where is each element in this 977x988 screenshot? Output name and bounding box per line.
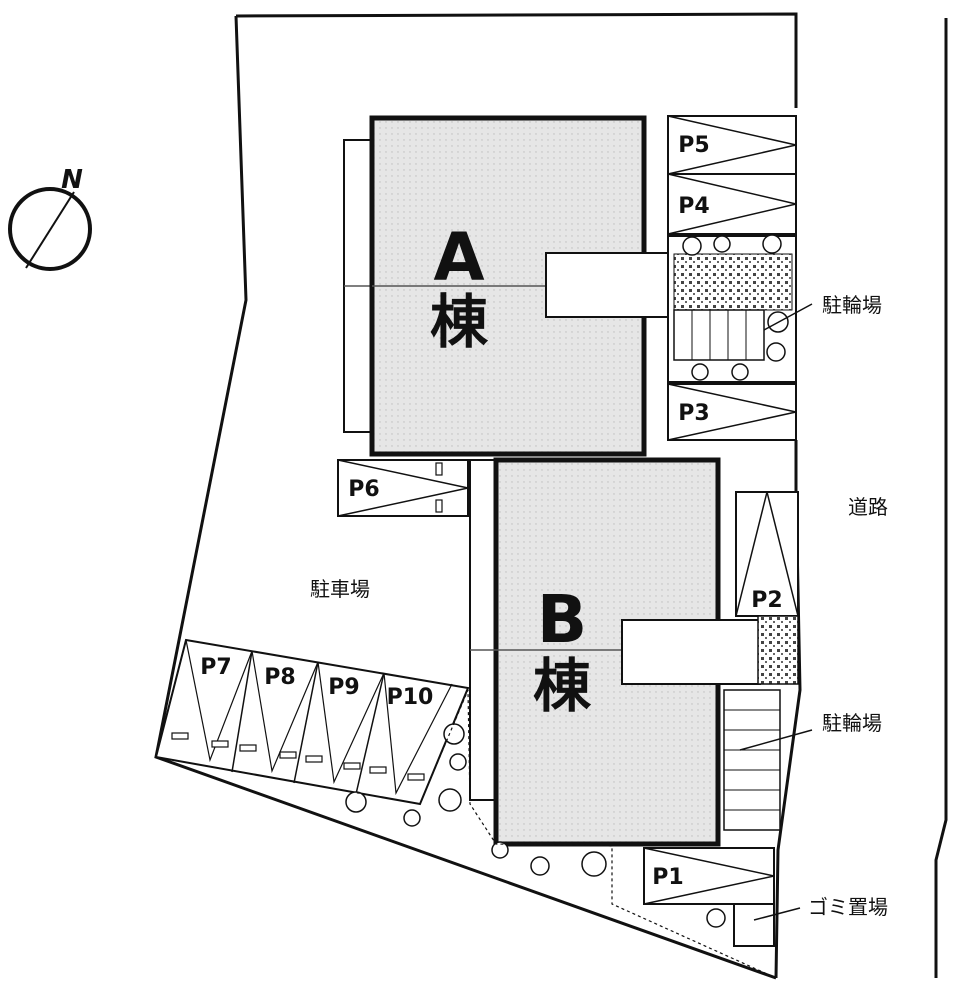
parking-space-p5: P5 bbox=[667, 115, 797, 175]
bike-parking-north-label: 駐輪場 bbox=[822, 293, 882, 317]
building-b-balcony bbox=[469, 459, 497, 801]
parking-label-p9: P9 bbox=[328, 675, 359, 700]
parking-space-p4: P4 bbox=[667, 173, 797, 235]
parking-row-p7-p10 bbox=[154, 638, 470, 806]
building-a-letter: A bbox=[433, 219, 484, 296]
garbage-label: ゴミ置場 bbox=[808, 895, 888, 919]
parking-label-p10: P10 bbox=[387, 685, 434, 710]
road-label: 道路 bbox=[848, 495, 888, 519]
svg-text:P4: P4 bbox=[678, 194, 709, 219]
building-a-suffix: 棟 bbox=[430, 288, 489, 356]
north-compass: N bbox=[8, 165, 92, 271]
bike-parking-south bbox=[723, 615, 813, 831]
svg-text:P6: P6 bbox=[348, 477, 379, 502]
building-a-entrance bbox=[545, 252, 671, 318]
svg-text:P1: P1 bbox=[652, 865, 683, 890]
parking-label-p8: P8 bbox=[264, 665, 295, 690]
site-boundary bbox=[154, 12, 802, 980]
parking-lot-label: 駐車場 bbox=[310, 577, 370, 601]
svg-text:P3: P3 bbox=[678, 401, 709, 426]
north-label: N bbox=[61, 165, 83, 195]
parking-space-p2: P2 bbox=[735, 491, 799, 617]
building-b-suffix: 棟 bbox=[533, 652, 592, 720]
svg-text:P2: P2 bbox=[751, 588, 782, 613]
planting-strip bbox=[155, 689, 777, 979]
parking-space-p1: P1 bbox=[643, 847, 775, 905]
road-edge bbox=[934, 18, 948, 978]
shrubbery bbox=[345, 723, 726, 928]
parking-label-p7: P7 bbox=[200, 655, 231, 680]
svg-text:P5: P5 bbox=[678, 133, 709, 158]
building-b-entrance bbox=[621, 619, 761, 685]
bike-parking-north bbox=[667, 234, 813, 383]
building-b-letter: B bbox=[537, 581, 587, 658]
parking-space-p6: P6 bbox=[337, 459, 469, 517]
garbage-area bbox=[733, 903, 801, 947]
bike-parking-south-label: 駐輪場 bbox=[822, 711, 882, 735]
parking-space-p3: P3 bbox=[667, 383, 797, 441]
